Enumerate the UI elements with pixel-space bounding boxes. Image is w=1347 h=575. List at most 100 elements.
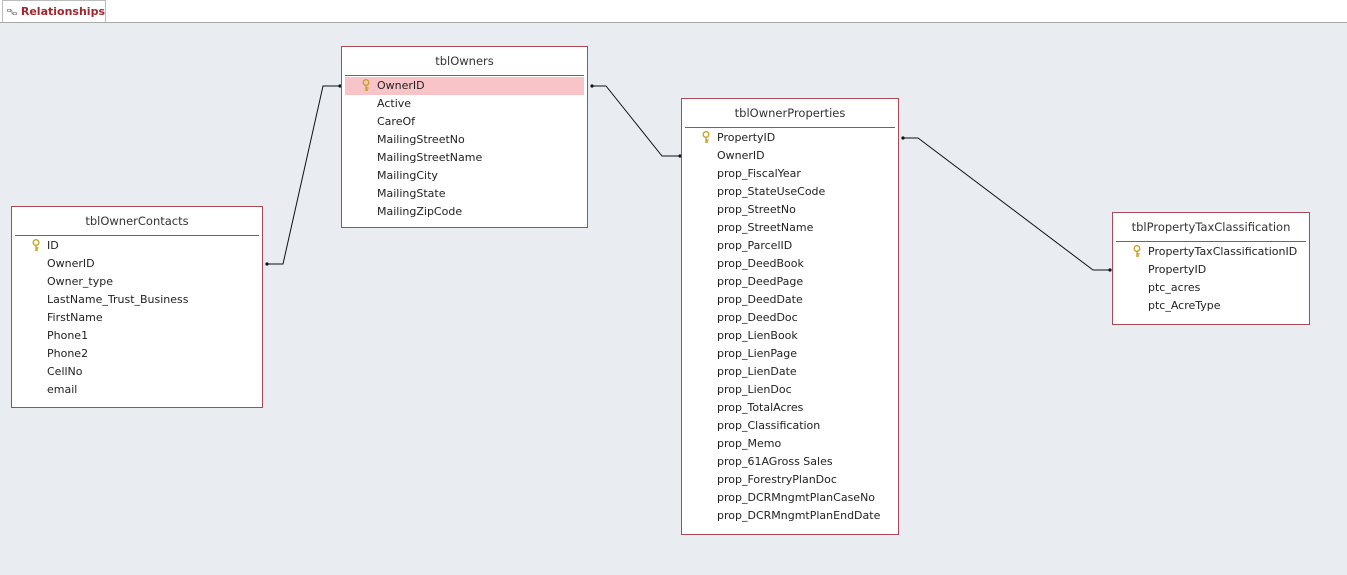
field-name: prop_StreetNo (717, 203, 796, 216)
field-row[interactable]: OwnerID (15, 255, 259, 273)
field-row[interactable]: prop_LienPage (685, 345, 895, 363)
field-row[interactable]: prop_ForestryPlanDoc (685, 471, 895, 489)
field-name: MailingZipCode (377, 205, 463, 218)
field-row[interactable]: prop_DeedBook (685, 255, 895, 273)
field-name: prop_LienDate (717, 365, 797, 378)
field-row[interactable]: prop_DeedDate (685, 291, 895, 309)
field-row[interactable]: prop_StreetName (685, 219, 895, 237)
field-row[interactable]: MailingStreetName (345, 149, 584, 167)
relationships-tab[interactable]: Relationships (2, 0, 106, 22)
field-name: MailingCity (377, 169, 438, 182)
field-row[interactable]: Owner_type (15, 273, 259, 291)
document-tab-bar: Relationships (0, 0, 1347, 23)
field-row[interactable]: LastName_Trust_Business (15, 291, 259, 309)
field-name: prop_DeedDoc (717, 311, 798, 324)
field-row[interactable]: prop_StateUseCode (685, 183, 895, 201)
field-row[interactable]: prop_LienBook (685, 327, 895, 345)
field-row[interactable]: PropertyID (1116, 261, 1306, 279)
field-name: prop_StreetName (717, 221, 814, 234)
field-name: OwnerID (377, 79, 425, 92)
field-row[interactable]: prop_ParcelID (685, 237, 895, 255)
field-name: prop_61AGross Sales (717, 455, 833, 468)
field-list: PropertyTaxClassificationID PropertyID ptc… (1113, 242, 1309, 315)
field-row[interactable]: Phone2 (15, 345, 259, 363)
field-row[interactable]: MailingZipCode (345, 203, 584, 221)
field-row[interactable]: FirstName (15, 309, 259, 327)
field-row[interactable]: MailingCity (345, 167, 584, 185)
field-row[interactable]: PropertyID (685, 129, 895, 147)
table-title: tblOwnerProperties (734, 106, 846, 120)
field-name: ptc_acres (1148, 281, 1201, 294)
field-name: ptc_AcreType (1148, 299, 1221, 312)
field-name: ID (47, 239, 59, 252)
field-name: email (47, 383, 78, 396)
primary-key-icon (702, 131, 710, 143)
field-row[interactable]: prop_Classification (685, 417, 895, 435)
table-title: tblOwners (435, 54, 494, 68)
field-row[interactable]: OwnerID (345, 77, 584, 95)
field-name: prop_DeedBook (717, 257, 804, 270)
field-row[interactable]: ID (15, 237, 259, 255)
field-name: prop_LienBook (717, 329, 798, 342)
field-row[interactable]: prop_TotalAcres (685, 399, 895, 417)
field-name: prop_DeedDate (717, 293, 803, 306)
field-row[interactable]: Active (345, 95, 584, 113)
field-row[interactable]: prop_DeedDoc (685, 309, 895, 327)
table-tblownerproperties[interactable]: tblOwnerProperties PropertyID OwnerID prop… (681, 98, 899, 535)
field-row[interactable]: prop_61AGross Sales (685, 453, 895, 471)
field-row[interactable]: MailingStreetNo (345, 131, 584, 149)
table-title: tblPropertyTaxClassification (1131, 220, 1291, 234)
field-row[interactable]: prop_DCRMngmtPlanEndDate (685, 507, 895, 525)
field-name: MailingStreetNo (377, 133, 465, 146)
field-name: prop_LienDoc (717, 383, 792, 396)
field-name: prop_StateUseCode (717, 185, 826, 198)
field-row[interactable]: CareOf (345, 113, 584, 131)
field-name: prop_LienPage (717, 347, 798, 360)
field-name: PropertyTaxClassificationID (1148, 245, 1298, 258)
table-title: tblOwnerContacts (85, 214, 189, 228)
field-name: PropertyID (1148, 263, 1207, 276)
field-list: PropertyID OwnerID prop_FiscalYear prop_Sta… (682, 128, 898, 525)
tab-label: Relationships (20, 5, 105, 18)
field-name: prop_DCRMngmtPlanEndDate (717, 509, 881, 522)
field-row[interactable]: ptc_AcreType (1116, 297, 1306, 315)
field-row[interactable]: prop_Memo (685, 435, 895, 453)
field-name: MailingState (377, 187, 446, 200)
field-name: prop_Memo (717, 437, 782, 450)
relationship-line (267, 85, 340, 265)
table-tblpropertytaxclassification[interactable]: tblPropertyTaxClassification PropertyTax… (1112, 212, 1310, 325)
field-name: prop_FiscalYear (717, 167, 801, 180)
field-row[interactable]: Phone1 (15, 327, 259, 345)
field-name: MailingStreetName (377, 151, 483, 164)
field-row[interactable]: prop_FiscalYear (685, 165, 895, 183)
field-row[interactable]: prop_LienDoc (685, 381, 895, 399)
primary-key-icon (32, 239, 40, 251)
relationships-icon (7, 8, 17, 15)
field-row[interactable]: OwnerID (685, 147, 895, 165)
field-name: prop_DeedPage (717, 275, 804, 288)
field-row[interactable]: prop_StreetNo (685, 201, 895, 219)
field-row[interactable]: prop_LienDate (685, 363, 895, 381)
field-row[interactable]: CellNo (15, 363, 259, 381)
relationship-line (903, 137, 1110, 271)
field-name: prop_ForestryPlanDoc (717, 473, 837, 486)
primary-key-icon (362, 79, 370, 91)
field-name: Phone1 (47, 329, 89, 342)
field-name: FirstName (47, 311, 103, 324)
field-row[interactable]: ptc_acres (1116, 279, 1306, 297)
field-row[interactable]: prop_DeedPage (685, 273, 895, 291)
field-row[interactable]: PropertyTaxClassificationID (1116, 243, 1306, 261)
field-name: prop_TotalAcres (717, 401, 804, 414)
field-row[interactable]: email (15, 381, 259, 399)
field-row[interactable]: prop_DCRMngmtPlanCaseNo (685, 489, 895, 507)
field-row[interactable]: MailingState (345, 185, 584, 203)
field-name: Owner_type (47, 275, 113, 288)
field-name: CareOf (377, 115, 416, 128)
field-name: OwnerID (717, 149, 765, 162)
field-name: Phone2 (47, 347, 89, 360)
primary-key-icon (1133, 245, 1141, 257)
